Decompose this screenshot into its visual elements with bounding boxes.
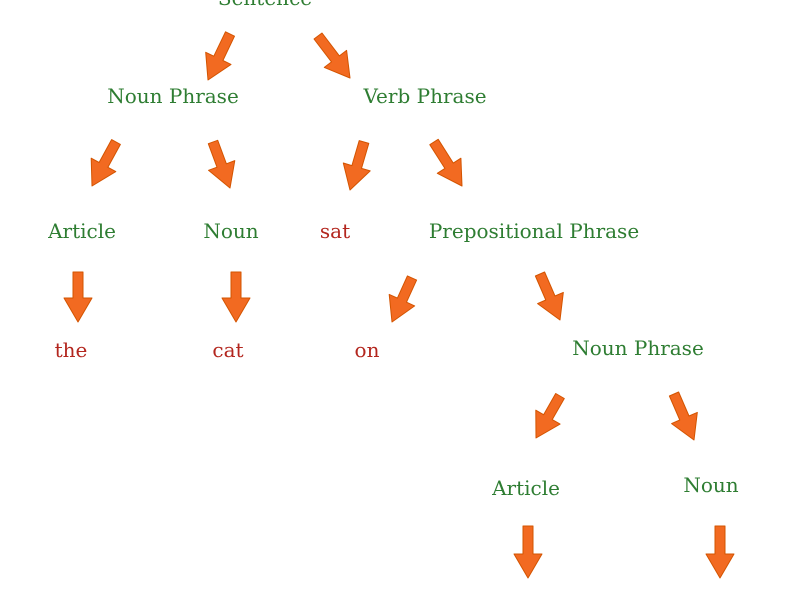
word-on: on (354, 338, 380, 362)
word-the: the (54, 338, 88, 362)
node-article-1: Article (48, 219, 116, 243)
arrow-noun-phrase-to-article-2 (535, 393, 565, 439)
node-noun-phrase-1: Noun Phrase (107, 84, 239, 108)
arrow-noun-phrase-to-noun (207, 139, 236, 189)
arrow-verb-phrase-to-sat (342, 140, 371, 191)
arrow-noun-phrase-to-article (90, 139, 121, 187)
word-sat: sat (319, 219, 351, 243)
arrow-verb-phrase-to-prepositional-phrase (429, 138, 463, 187)
node-noun-phrase-2: Noun Phrase (572, 336, 704, 360)
node-article-2: Article (492, 476, 560, 500)
node-noun-2: Noun (683, 473, 739, 497)
arrow-noun-2-down (705, 525, 735, 579)
node-noun-1: Noun (203, 219, 259, 243)
node-verb-phrase: Verb Phrase (363, 84, 487, 108)
word-cat: cat (212, 338, 244, 362)
arrow-noun-to-cat (221, 271, 251, 323)
arrow-prepositional-phrase-to-on (388, 275, 418, 323)
node-sentence: Sentence (218, 0, 312, 10)
arrow-sentence-to-noun-phrase (205, 31, 235, 81)
arrow-article-to-the (63, 271, 93, 323)
node-prepositional-phrase: Prepositional Phrase (428, 219, 640, 243)
arrow-noun-phrase-to-noun-2 (668, 391, 698, 441)
arrow-prepositional-phrase-to-noun-phrase (534, 271, 564, 321)
arrow-article-2-down (513, 525, 543, 579)
arrow-sentence-to-verb-phrase (313, 32, 351, 79)
